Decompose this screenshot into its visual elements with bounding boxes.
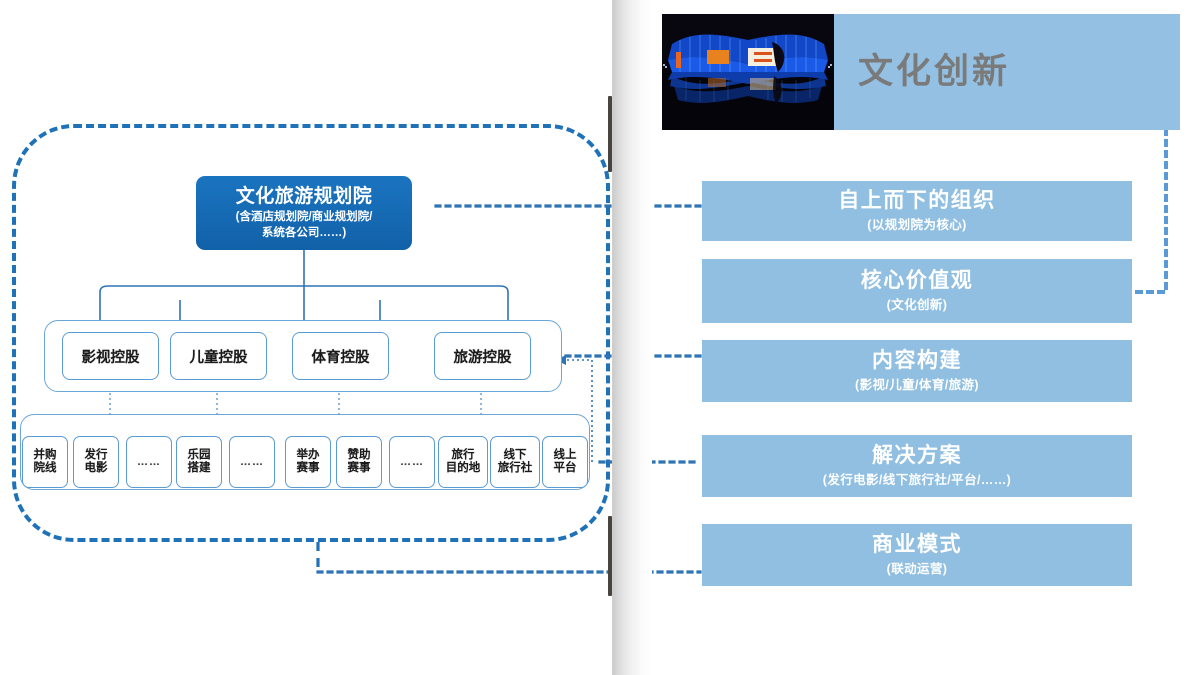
root-node-subtitle-line1: (含酒店规划院/商业规划院/ — [235, 210, 373, 223]
right-box-content-construction[interactable]: 内容构建 (影视/儿童/体育/旅游) — [702, 340, 1132, 402]
root-node-subtitle-line2: 系统各公司……) — [261, 226, 347, 239]
leaf-box-sponsor-events[interactable]: 赞助 赛事 — [336, 436, 382, 488]
holding-label: 体育控股 — [311, 349, 370, 366]
leaf-line-1: 线下 — [503, 448, 527, 461]
right-box-subtitle: (以规划院为核心) — [867, 217, 967, 232]
holding-box-sports[interactable]: 体育控股 — [292, 332, 389, 380]
header-title-band — [834, 14, 1180, 130]
holding-box-film[interactable]: 影视控股 — [62, 332, 159, 380]
leaf-line-1: 线上 — [553, 448, 577, 461]
right-box-solutions[interactable]: 解决方案 (发行电影/线下旅行社/平台/……) — [702, 435, 1132, 497]
right-box-title: 解决方案 — [872, 444, 962, 468]
leaf-line-1: …… — [137, 455, 161, 468]
right-box-title: 自上而下的组织 — [838, 189, 996, 213]
leaf-line-1: 发行 — [84, 448, 108, 461]
leaf-box-travel-destination[interactable]: 旅行 目的地 — [438, 436, 488, 488]
right-box-top-down-organization[interactable]: 自上而下的组织 (以规划院为核心) — [702, 181, 1132, 241]
holding-label: 旅游控股 — [453, 349, 512, 366]
right-box-title: 内容构建 — [872, 349, 962, 373]
leaf-box-park-construction[interactable]: 乐园 搭建 — [176, 436, 222, 488]
leaf-line-2: 院线 — [33, 462, 57, 474]
leaf-line-1: 赞助 — [347, 448, 371, 461]
night-building-illustration — [662, 14, 834, 130]
leaf-line-2: 电影 — [84, 462, 108, 474]
leaf-line-2: 搭建 — [187, 462, 211, 474]
holding-label: 影视控股 — [81, 349, 140, 366]
right-box-subtitle: (文化创新) — [886, 297, 948, 312]
left-diagram-dashed-boundary — [12, 124, 610, 542]
leaf-line-1: 并购 — [33, 448, 57, 461]
leaf-box-host-events[interactable]: 举办 赛事 — [285, 436, 331, 488]
right-box-subtitle: (联动运营) — [886, 561, 948, 576]
right-box-subtitle: (发行电影/线下旅行社/平台/……) — [822, 472, 1012, 487]
page-fold-gradient — [612, 0, 652, 675]
page-fold-edge — [612, 0, 613, 675]
right-box-title: 核心价值观 — [860, 269, 974, 293]
leaf-box-offline-agency[interactable]: 线下 旅行社 — [490, 436, 540, 488]
spine-mark-bottom — [608, 516, 612, 596]
leaf-line-2: 赛事 — [296, 462, 320, 474]
right-box-business-model[interactable]: 商业模式 (联动运营) — [702, 524, 1132, 586]
page-title: 文化创新 — [858, 52, 1011, 91]
leaf-line-1: …… — [400, 455, 424, 468]
holding-box-children[interactable]: 儿童控股 — [170, 332, 267, 380]
root-node-cultural-tourism-institute[interactable]: 文化旅游规划院 (含酒店规划院/商业规划院/ 系统各公司……) — [196, 176, 412, 250]
holding-box-tourism[interactable]: 旅游控股 — [434, 332, 531, 380]
leaf-line-1: 举办 — [296, 448, 320, 461]
leaf-line-1: …… — [240, 455, 264, 468]
root-node-title: 文化旅游规划院 — [235, 186, 373, 208]
leaf-line-2: 旅行社 — [497, 462, 533, 474]
leaf-line-2: 平台 — [553, 462, 577, 474]
right-box-title: 商业模式 — [872, 533, 962, 557]
header-photo-thumbnail — [662, 14, 834, 130]
right-box-subtitle: (影视/儿童/体育/旅游) — [855, 377, 979, 392]
leaf-box-online-platform[interactable]: 线上 平台 — [542, 436, 588, 488]
leaf-line-1: 乐园 — [187, 448, 211, 461]
leaf-box-ellipsis-3[interactable]: …… — [389, 436, 435, 488]
leaf-line-1: 旅行 — [451, 448, 475, 461]
leaf-box-distribute-film[interactable]: 发行 电影 — [73, 436, 119, 488]
leaf-line-2: 目的地 — [445, 462, 481, 474]
leaf-box-ellipsis-1[interactable]: …… — [126, 436, 172, 488]
leaf-line-2: 赛事 — [347, 462, 371, 474]
holding-label: 儿童控股 — [189, 349, 248, 366]
leaf-box-acquire-cinema[interactable]: 并购 院线 — [22, 436, 68, 488]
right-box-core-values[interactable]: 核心价值观 (文化创新) — [702, 259, 1132, 323]
spine-mark-top — [608, 96, 612, 172]
leaf-box-ellipsis-2[interactable]: …… — [229, 436, 275, 488]
